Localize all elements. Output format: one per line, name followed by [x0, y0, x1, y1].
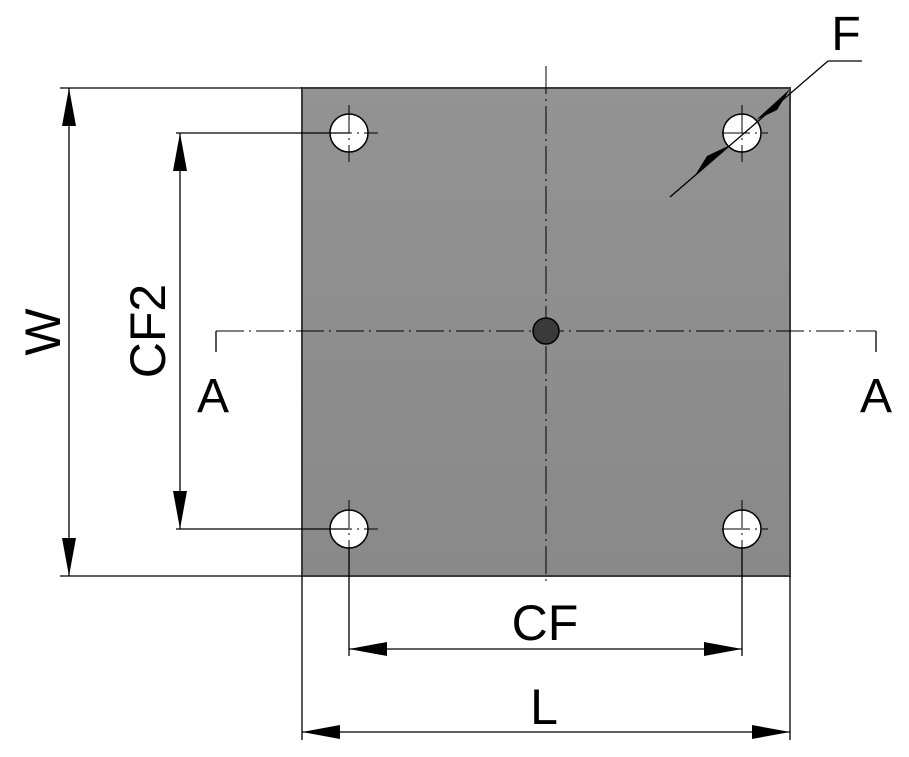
label-l: L — [530, 679, 558, 735]
label-section-a-left: A — [197, 370, 229, 423]
dimension-l — [301, 576, 791, 740]
label-cf2: CF2 — [120, 284, 176, 378]
label-cf: CF — [512, 595, 579, 651]
label-w: W — [15, 308, 71, 356]
label-f: F — [831, 8, 860, 61]
leader-f — [669, 60, 862, 198]
center-point — [532, 317, 560, 345]
dimension-cf2 — [173, 132, 349, 530]
label-section-a-right: A — [860, 370, 892, 423]
dimension-cf — [348, 548, 743, 656]
dimension-w — [60, 87, 302, 577]
